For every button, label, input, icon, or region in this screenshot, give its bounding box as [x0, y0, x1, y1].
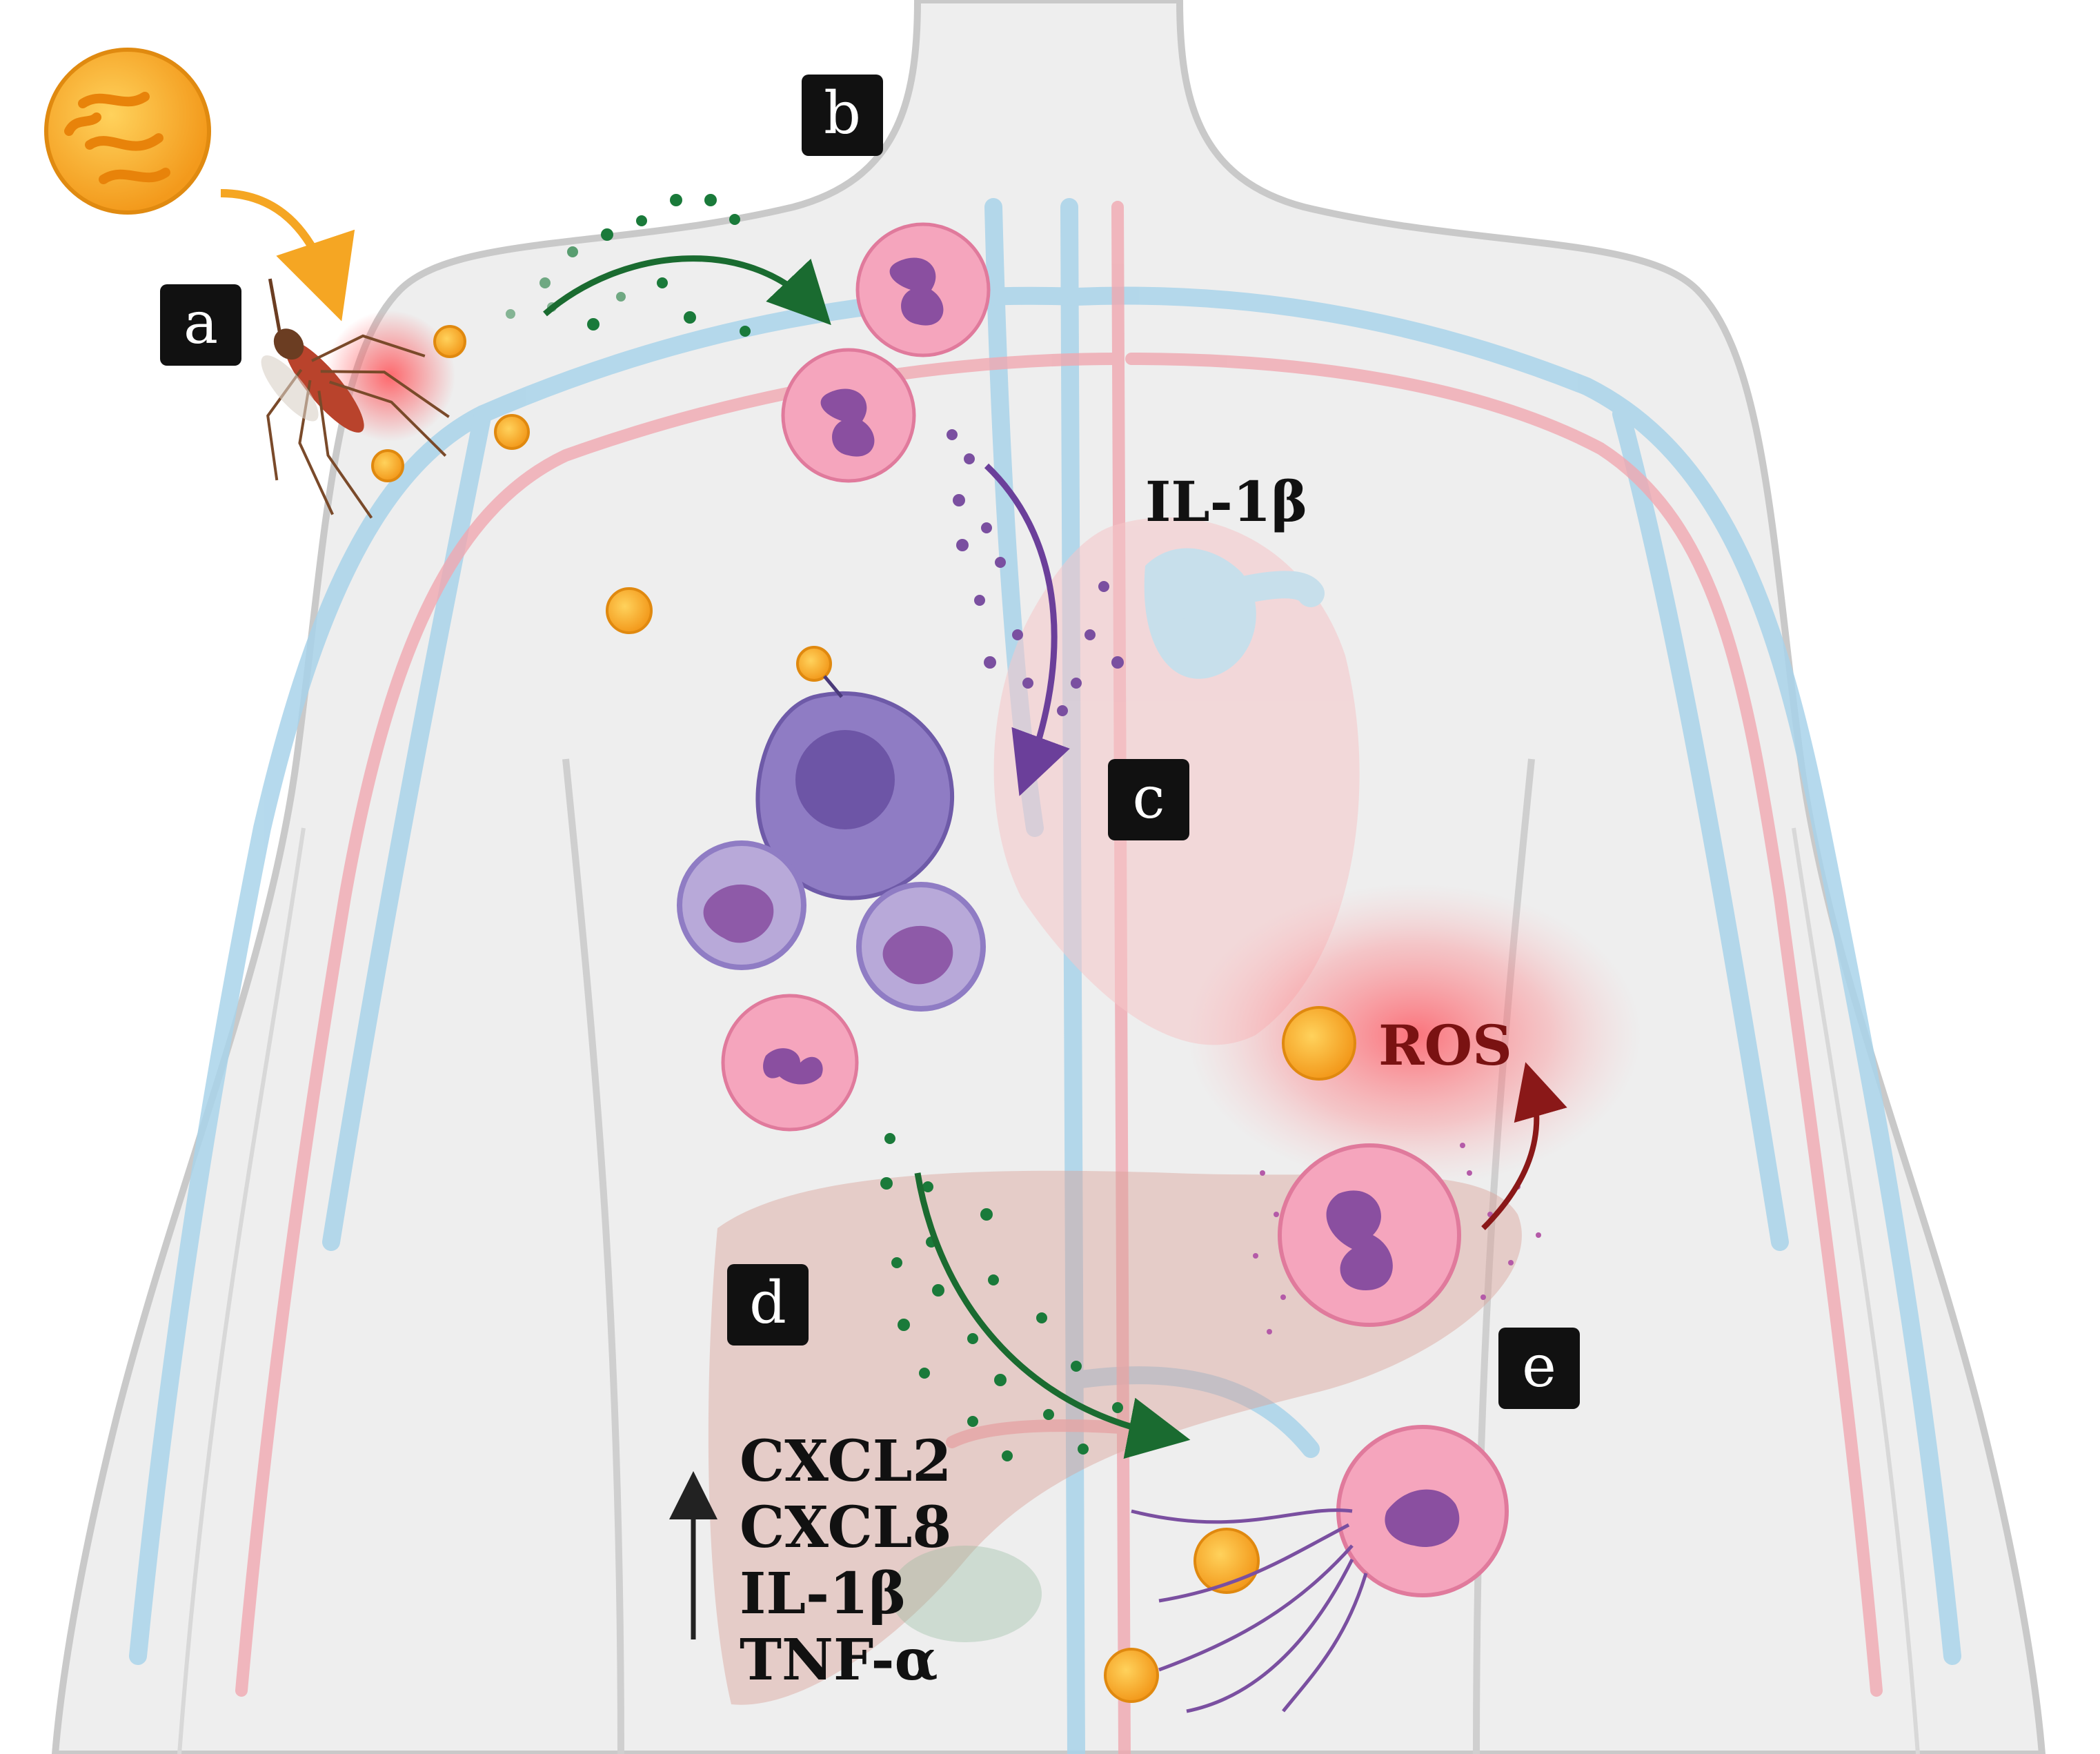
monocyte-icon: [677, 840, 986, 1012]
panel-label-c: c: [1108, 759, 1189, 840]
orange-arrow: [220, 189, 355, 322]
chemokine-arrow-liver: [914, 1172, 1191, 1459]
chemokine-dots-top: [506, 194, 751, 337]
cytokine-il1b: IL-1β: [740, 1561, 907, 1627]
il1b-label: IL-1β: [1145, 469, 1308, 534]
neutrophil-ros: [1253, 1143, 1541, 1334]
cytokine-dots: [947, 429, 1124, 716]
panel-label-e: e: [1498, 1328, 1580, 1409]
chemokine-arrow-top: [543, 255, 831, 326]
neutrophil-middle: [721, 994, 859, 1132]
cytokine-tnfa: TNF-α: [740, 1627, 938, 1693]
panel-label-b: b: [802, 75, 883, 156]
ros-arrow: [1481, 1062, 1567, 1230]
panel-label-d: d: [727, 1264, 809, 1346]
liver-cytokine-list: CXCL2 CXCL8 IL-1β TNF-α: [740, 1428, 951, 1693]
neutrophil-icon: [781, 222, 991, 483]
small-parasites: [371, 325, 1356, 1703]
mosquito-icon: [261, 278, 450, 519]
ros-label: ROS: [1378, 1013, 1512, 1078]
net-icon: [1131, 1425, 1509, 1713]
plasmodium-sporozoite-icon: [44, 48, 211, 215]
cytokine-cxcl2: CXCL2: [740, 1428, 952, 1495]
cytokine-arrow: [984, 463, 1070, 796]
cytokine-cxcl8: CXCL8: [740, 1495, 952, 1561]
panel-label-a: a: [160, 284, 241, 366]
